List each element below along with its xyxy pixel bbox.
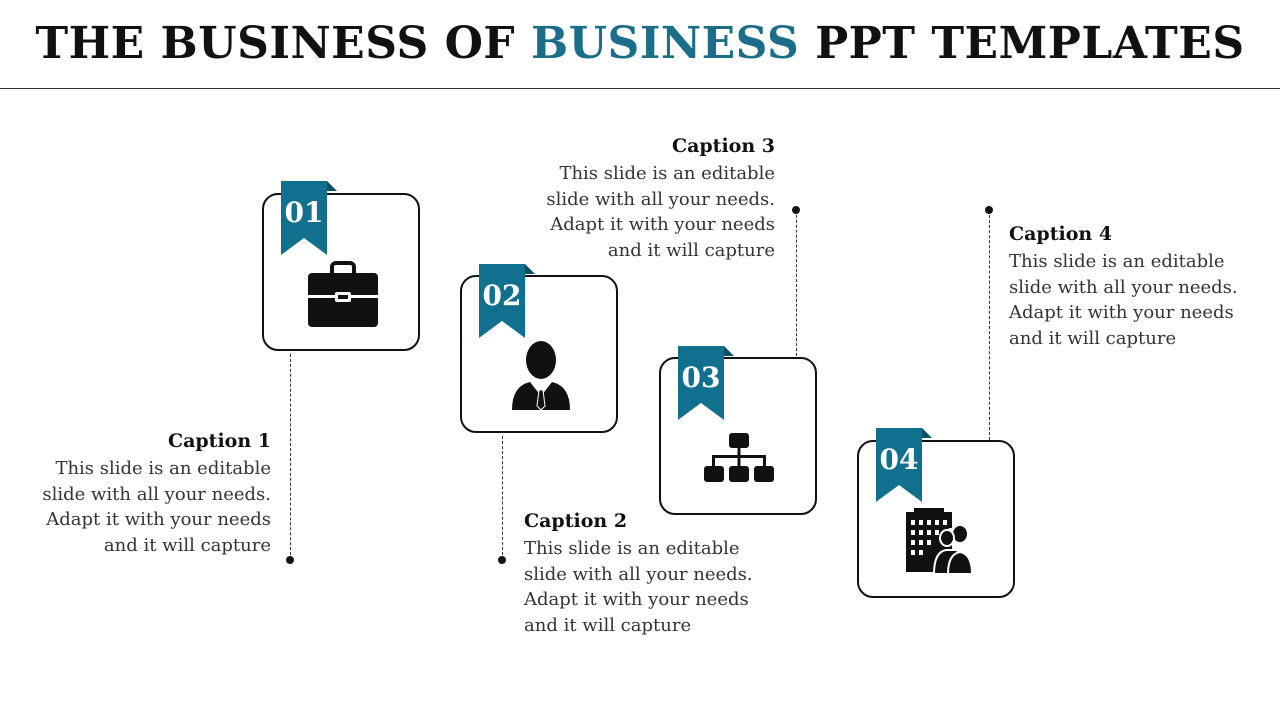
caption-4-line-3: Adapt it with your needs bbox=[1009, 302, 1234, 323]
caption-4-line-2: slide with all your needs. bbox=[1009, 276, 1238, 298]
caption-2-line-2: slide with all your needs. bbox=[524, 563, 753, 585]
caption-text-4: This slide is an editable slide with all… bbox=[1009, 249, 1249, 351]
caption-2-line-4: and it will capture bbox=[524, 614, 692, 636]
step-number-ribbon-4: 04 bbox=[876, 428, 922, 502]
caption-title-2: Caption 2 bbox=[524, 510, 628, 532]
connector-dot-3 bbox=[792, 206, 800, 214]
caption-title-3: Caption 3 bbox=[671, 135, 775, 157]
connector-dot-2 bbox=[498, 556, 506, 564]
caption-block-3: Caption 3 This slide is an editable slid… bbox=[535, 135, 775, 263]
caption-1-line-2: slide with all your needs. bbox=[42, 483, 271, 505]
businessman-icon bbox=[512, 341, 570, 411]
caption-1-line-3: Adapt it with your needs bbox=[46, 509, 271, 530]
slide-title: THE BUSINESS OF BUSINESS PPT TEMPLATES bbox=[0, 0, 1280, 88]
caption-2-line-3: Adapt it with your needs bbox=[524, 589, 749, 610]
connector-line-4 bbox=[989, 210, 990, 440]
connector-dot-1 bbox=[286, 556, 294, 564]
caption-1-line-4: and it will capture bbox=[103, 534, 271, 556]
caption-3-line-1: This slide is an editable bbox=[559, 163, 775, 184]
title-part-2: PPT TEMPLATES bbox=[799, 18, 1245, 69]
caption-title-1: Caption 1 bbox=[167, 430, 271, 452]
briefcase-icon bbox=[308, 261, 378, 327]
title-divider bbox=[0, 88, 1280, 89]
caption-4-line-1: This slide is an editable bbox=[1009, 251, 1225, 272]
caption-title-4: Caption 4 bbox=[1009, 223, 1113, 245]
title-part-1: THE BUSINESS OF bbox=[35, 18, 531, 69]
caption-text-2: This slide is an editable slide with all… bbox=[524, 536, 764, 638]
connector-dot-4 bbox=[985, 206, 993, 214]
ribbon-fold-4 bbox=[922, 428, 932, 438]
caption-block-1: Caption 1 This slide is an editable slid… bbox=[40, 430, 271, 558]
connector-line-3 bbox=[796, 210, 797, 356]
ribbon-fold-1 bbox=[327, 181, 337, 191]
caption-text-1: This slide is an editable slide with all… bbox=[40, 456, 271, 558]
caption-3-line-2: slide with all your needs. bbox=[546, 188, 775, 210]
caption-1-line-1: This slide is an editable bbox=[55, 458, 271, 479]
caption-4-line-4: and it will capture bbox=[1009, 327, 1177, 349]
caption-block-4: Caption 4 This slide is an editable slid… bbox=[1009, 223, 1249, 351]
title-accent: BUSINESS bbox=[531, 18, 800, 69]
caption-2-line-1: This slide is an editable bbox=[524, 538, 740, 559]
caption-3-line-4: and it will capture bbox=[607, 239, 775, 261]
connector-line-1 bbox=[290, 354, 291, 560]
caption-text-3: This slide is an editable slide with all… bbox=[535, 161, 775, 263]
caption-3-line-3: Adapt it with your needs bbox=[550, 214, 775, 235]
caption-block-2: Caption 2 This slide is an editable slid… bbox=[524, 510, 764, 638]
connector-line-2 bbox=[502, 436, 503, 560]
ribbon-fold-3 bbox=[724, 346, 734, 356]
ribbon-fold-2 bbox=[525, 264, 535, 274]
org-chart-icon bbox=[704, 433, 774, 482]
office-building-people-icon bbox=[906, 508, 974, 575]
